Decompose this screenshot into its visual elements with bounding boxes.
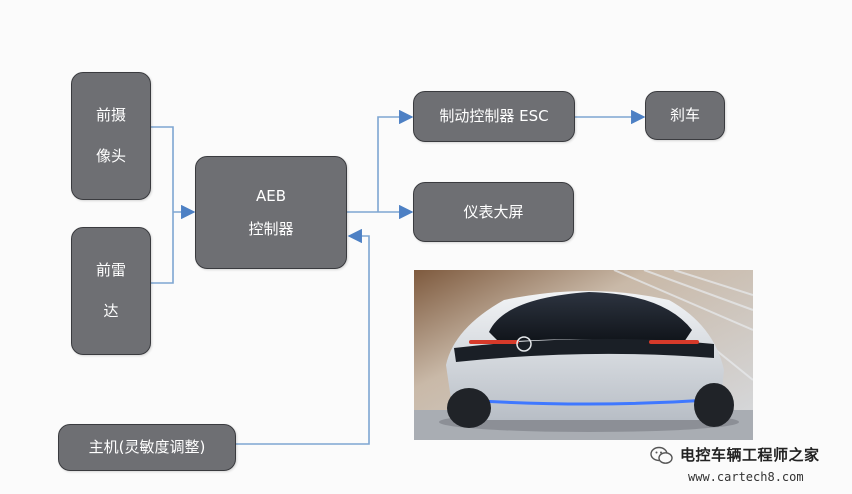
front-radar-label-line1: 前雷 — [95, 261, 126, 280]
brake-controller-box: 制动控制器 ESC — [413, 91, 575, 142]
arrow-to-brake-controller — [377, 109, 414, 212]
watermark-title: 电控车辆工程师之家 — [680, 446, 820, 464]
aeb-controller-box: AEB 控制器 — [195, 156, 347, 269]
instrument-screen-label: 仪表大屏 — [463, 202, 524, 221]
front-camera-box: 前摄 像头 — [71, 72, 151, 200]
host-unit-label: 主机(灵敏度调整) — [88, 438, 206, 457]
front-radar-label-line2: 达 — [103, 302, 119, 320]
brake-label: 刹车 — [669, 106, 700, 125]
electric-car-photo — [414, 270, 753, 440]
arrow-host-to-aeb — [236, 228, 370, 445]
aeb-controller-label-line1: AEB — [255, 186, 287, 205]
aeb-controller-label-line2: 控制器 — [248, 219, 294, 238]
watermark: 电控车辆工程师之家 www.cartech8.com — [650, 440, 850, 490]
front-camera-label-line1: 前摄 — [95, 106, 126, 125]
wechat-icon — [650, 446, 673, 464]
host-unit-box: 主机(灵敏度调整) — [58, 424, 236, 471]
connector-radar-to-aeb — [151, 212, 174, 284]
front-radar-box: 前雷 达 — [71, 227, 151, 355]
instrument-screen-box: 仪表大屏 — [413, 182, 574, 242]
front-camera-label-line2: 像头 — [95, 147, 126, 165]
brake-controller-label: 制动控制器 ESC — [439, 107, 549, 126]
connector-camera-to-aeb — [151, 126, 174, 212]
watermark-url: www.cartech8.com — [688, 470, 804, 484]
brake-box: 刹车 — [645, 91, 725, 140]
